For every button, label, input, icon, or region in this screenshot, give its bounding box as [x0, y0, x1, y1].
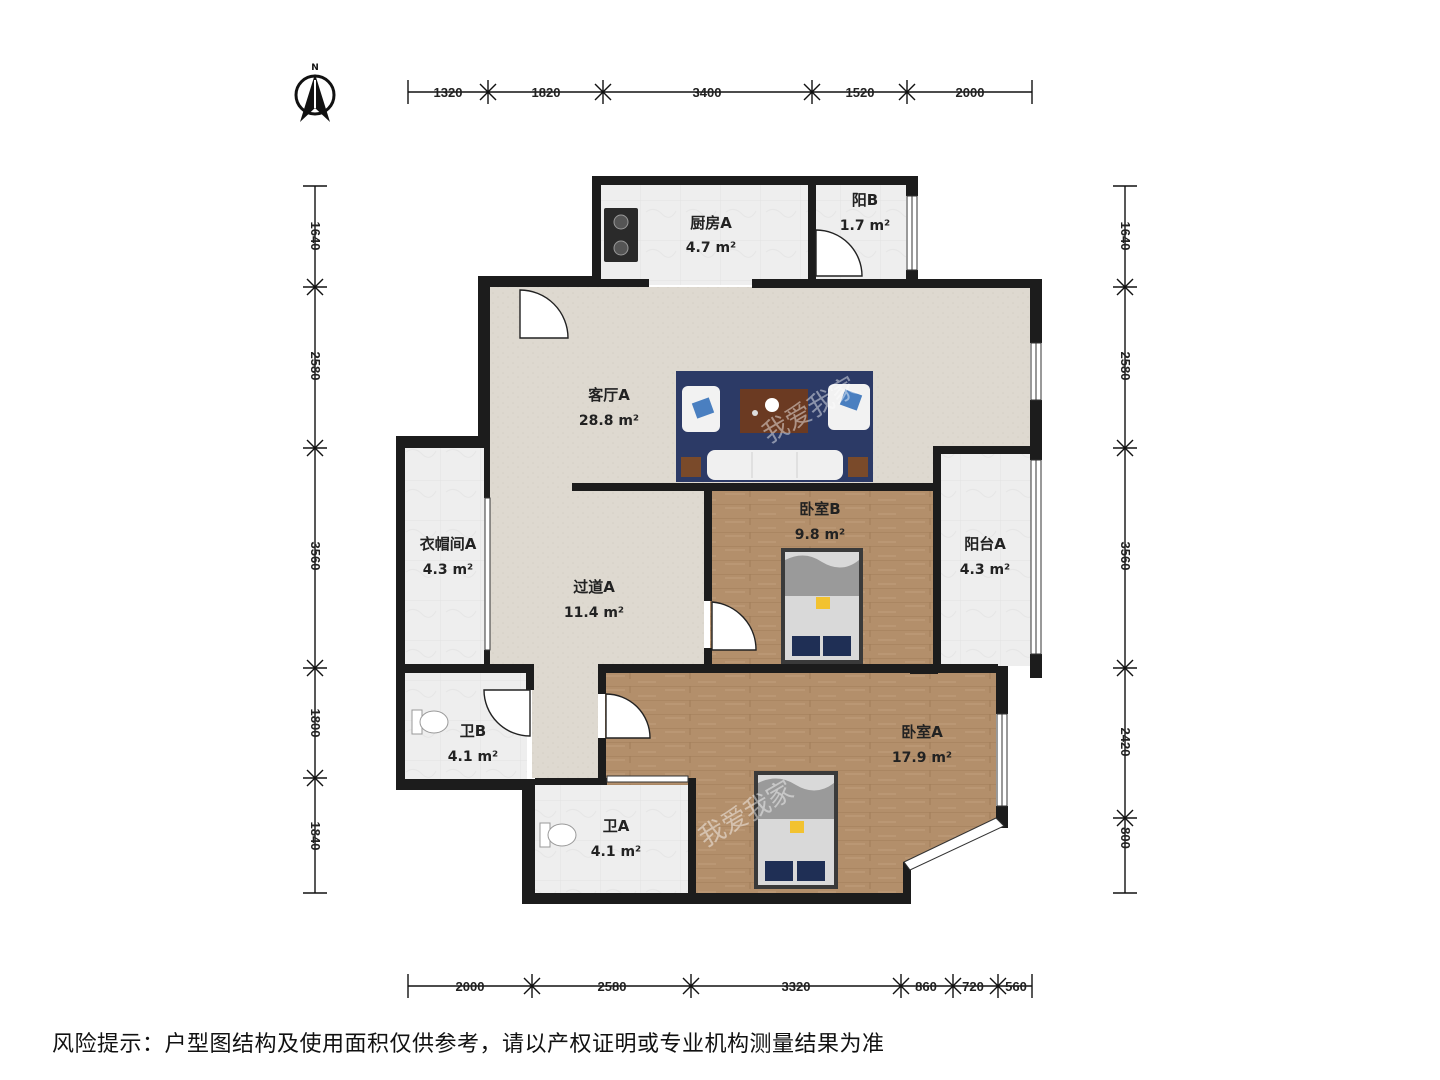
risk-disclaimer: 风险提示：户型图结构及使用面积仅供参考，请以产权证明或专业机构测量结果为准	[52, 1032, 885, 1057]
balcony-b-name: 阳B	[852, 191, 878, 209]
dim-top-5: 2000	[956, 85, 985, 100]
dim-left-3: 3560	[308, 542, 323, 571]
bath-a-window	[606, 775, 689, 783]
dim-bottom-tick	[523, 974, 541, 998]
dimension-top: 1320 1820 3400 1520 2000	[407, 80, 1033, 104]
hallway-area: 11.4 m²	[564, 605, 624, 621]
bedroom-b-area: 9.8 m²	[795, 527, 845, 543]
sofa-icon	[707, 450, 843, 480]
living-name: 客厅A	[587, 386, 630, 404]
bath-a-name: 卫A	[603, 817, 630, 835]
dim-top-tick	[803, 80, 821, 104]
balcony-b-door-icon	[815, 229, 863, 277]
bay-window	[903, 817, 1005, 871]
dimension-left: 1640 2580 3560 1800 1840	[303, 185, 327, 894]
dimension-right: 1640 2580 3560 2420 800	[1113, 185, 1137, 894]
bath-b-area: 4.1 m²	[448, 749, 498, 765]
dim-bottom-tick	[682, 974, 700, 998]
bedroom-b-name: 卧室B	[799, 500, 840, 518]
dim-bottom-3: 3320	[782, 979, 811, 994]
cloakroom-name: 衣帽间A	[420, 535, 477, 553]
dim-right-tick	[1113, 659, 1137, 677]
dim-left-tick	[303, 769, 327, 787]
balcony-a-name: 阳台A	[964, 535, 1006, 553]
dim-top-2: 1820	[532, 85, 561, 100]
toilet-b-icon	[411, 709, 449, 735]
dim-top-3: 3400	[693, 85, 722, 100]
bedroom-a-name: 卧室A	[901, 723, 943, 741]
dim-left-2: 2580	[308, 352, 323, 381]
dim-bottom-2: 2580	[598, 979, 627, 994]
dimension-bottom: 2000 2580 3320 860 720 560	[407, 974, 1033, 998]
dim-right-tick	[1113, 439, 1137, 457]
bed-b-icon	[781, 548, 863, 664]
bed-a-icon	[754, 771, 838, 889]
dim-left-tick	[303, 659, 327, 677]
dim-left-tick	[303, 278, 327, 296]
hallway-floor	[490, 483, 704, 668]
bath-b-door-icon	[483, 689, 531, 737]
cloakroom-slider	[484, 497, 491, 651]
dim-right-5: 800	[1118, 827, 1133, 849]
walls	[396, 176, 1042, 904]
stove-icon	[604, 208, 638, 262]
cloakroom-floor	[405, 448, 488, 666]
dim-top-tick	[479, 80, 497, 104]
dim-right-tick	[1113, 809, 1137, 827]
hallway-name: 过道A	[573, 578, 615, 596]
side-table-right-icon	[848, 457, 868, 477]
toilet-a-icon	[539, 822, 577, 848]
north-arrow-icon: N	[294, 63, 336, 122]
dim-top-4: 1520	[846, 85, 875, 100]
bedroom-a-door-icon	[605, 693, 651, 739]
bedroom-a-area: 17.9 m²	[892, 750, 952, 766]
dim-left-tick	[303, 439, 327, 457]
dim-left-5: 1840	[308, 822, 323, 851]
living-room-furniture	[676, 371, 873, 482]
bath-a-area: 4.1 m²	[591, 844, 641, 860]
kitchen-area: 4.7 m²	[686, 240, 736, 256]
dim-bottom-5: 720	[962, 979, 984, 994]
hallway-lower-floor	[532, 668, 598, 778]
dim-bottom-6: 560	[1005, 979, 1027, 994]
dim-right-3: 3560	[1118, 542, 1133, 571]
dim-left-4: 1800	[308, 709, 323, 738]
kitchen-name: 厨房A	[690, 214, 732, 232]
balcony-a-area: 4.3 m²	[960, 562, 1010, 578]
doors	[483, 229, 863, 739]
dim-right-4: 2420	[1118, 728, 1133, 757]
bath-b-name: 卫B	[460, 722, 486, 740]
dim-bottom-tick	[892, 974, 910, 998]
dim-bottom-tick	[944, 974, 962, 998]
armchair-left-icon	[682, 386, 720, 432]
dim-right-tick	[1113, 278, 1137, 296]
dim-bottom-1: 2000	[456, 979, 485, 994]
dim-bottom-tick	[989, 974, 1007, 998]
cloakroom-area: 4.3 m²	[423, 562, 473, 578]
room-labels: 厨房A 4.7 m² 阳B 1.7 m² 客厅A 28.8 m² 衣帽间A 4.…	[420, 191, 1011, 860]
dim-top-tick	[594, 80, 612, 104]
dim-left-1: 1640	[308, 222, 323, 251]
dim-top-1: 1320	[434, 85, 463, 100]
armchair-right-icon	[828, 384, 870, 430]
balcony-a-floor	[940, 454, 1032, 666]
balcony-b-area: 1.7 m²	[840, 218, 890, 234]
compass-label: N	[311, 63, 319, 73]
entry-door-icon	[519, 289, 569, 339]
dim-top-tick	[898, 80, 916, 104]
side-table-left-icon	[681, 457, 701, 477]
living-area: 28.8 m²	[579, 413, 639, 429]
dim-right-1: 1640	[1118, 222, 1133, 251]
dim-right-2: 2580	[1118, 352, 1133, 381]
bedroom-b-door-icon	[711, 601, 757, 651]
dim-bottom-4: 860	[915, 979, 937, 994]
windows	[484, 195, 1042, 871]
